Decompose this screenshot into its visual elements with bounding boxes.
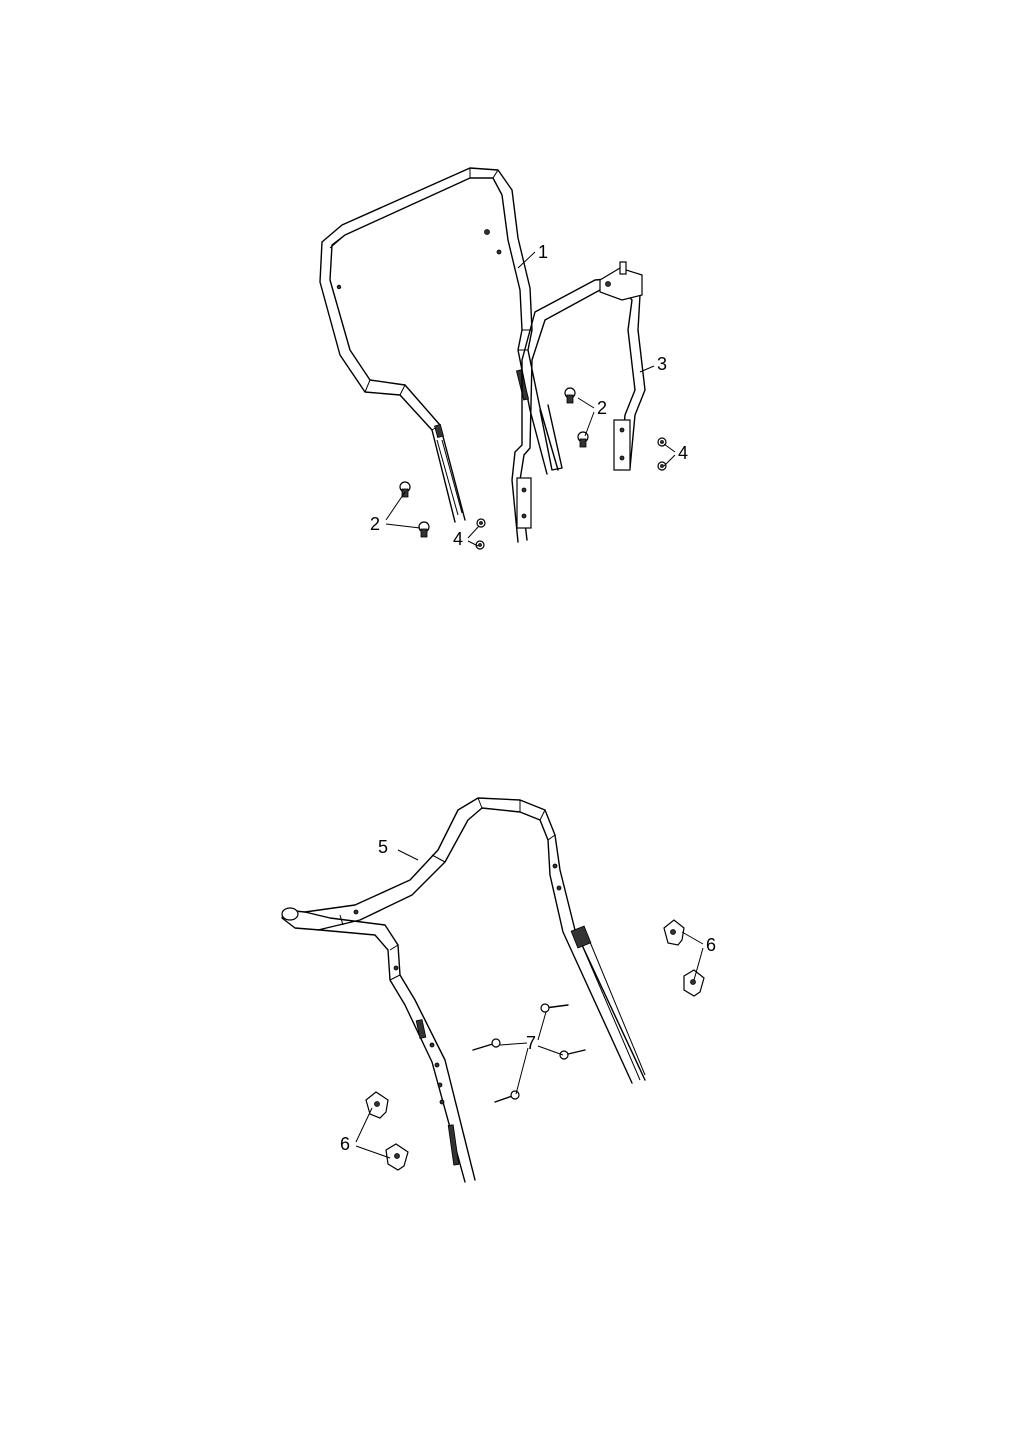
bolts-part-7 [472,1003,586,1103]
knobs-part-6-right [663,919,705,997]
callout-6-left: 6 [340,1134,350,1154]
leader-lines-bottom [355,849,704,1159]
callout-1: 1 [538,242,548,262]
callout-7: 7 [526,1033,536,1053]
callout-2-top: 2 [597,398,607,418]
callout-4-left: 4 [453,529,463,549]
leader-lines-top [385,251,676,547]
callout-4-right: 4 [678,443,688,463]
bolts-part-2-left [399,481,430,538]
nuts-part-4-right [657,437,667,471]
knobs-part-6-left [365,1091,409,1171]
top-handle-part-5 [281,797,646,1183]
callout-6-right: 6 [706,935,716,955]
bolts-part-2-top [564,387,589,448]
callout-3: 3 [657,354,667,374]
callout-5: 5 [378,837,388,857]
lower-handle-part-3 [511,261,646,543]
nuts-part-4-left [475,518,486,550]
upper-handle-part-1 [319,167,559,523]
callout-2-left: 2 [370,514,380,534]
